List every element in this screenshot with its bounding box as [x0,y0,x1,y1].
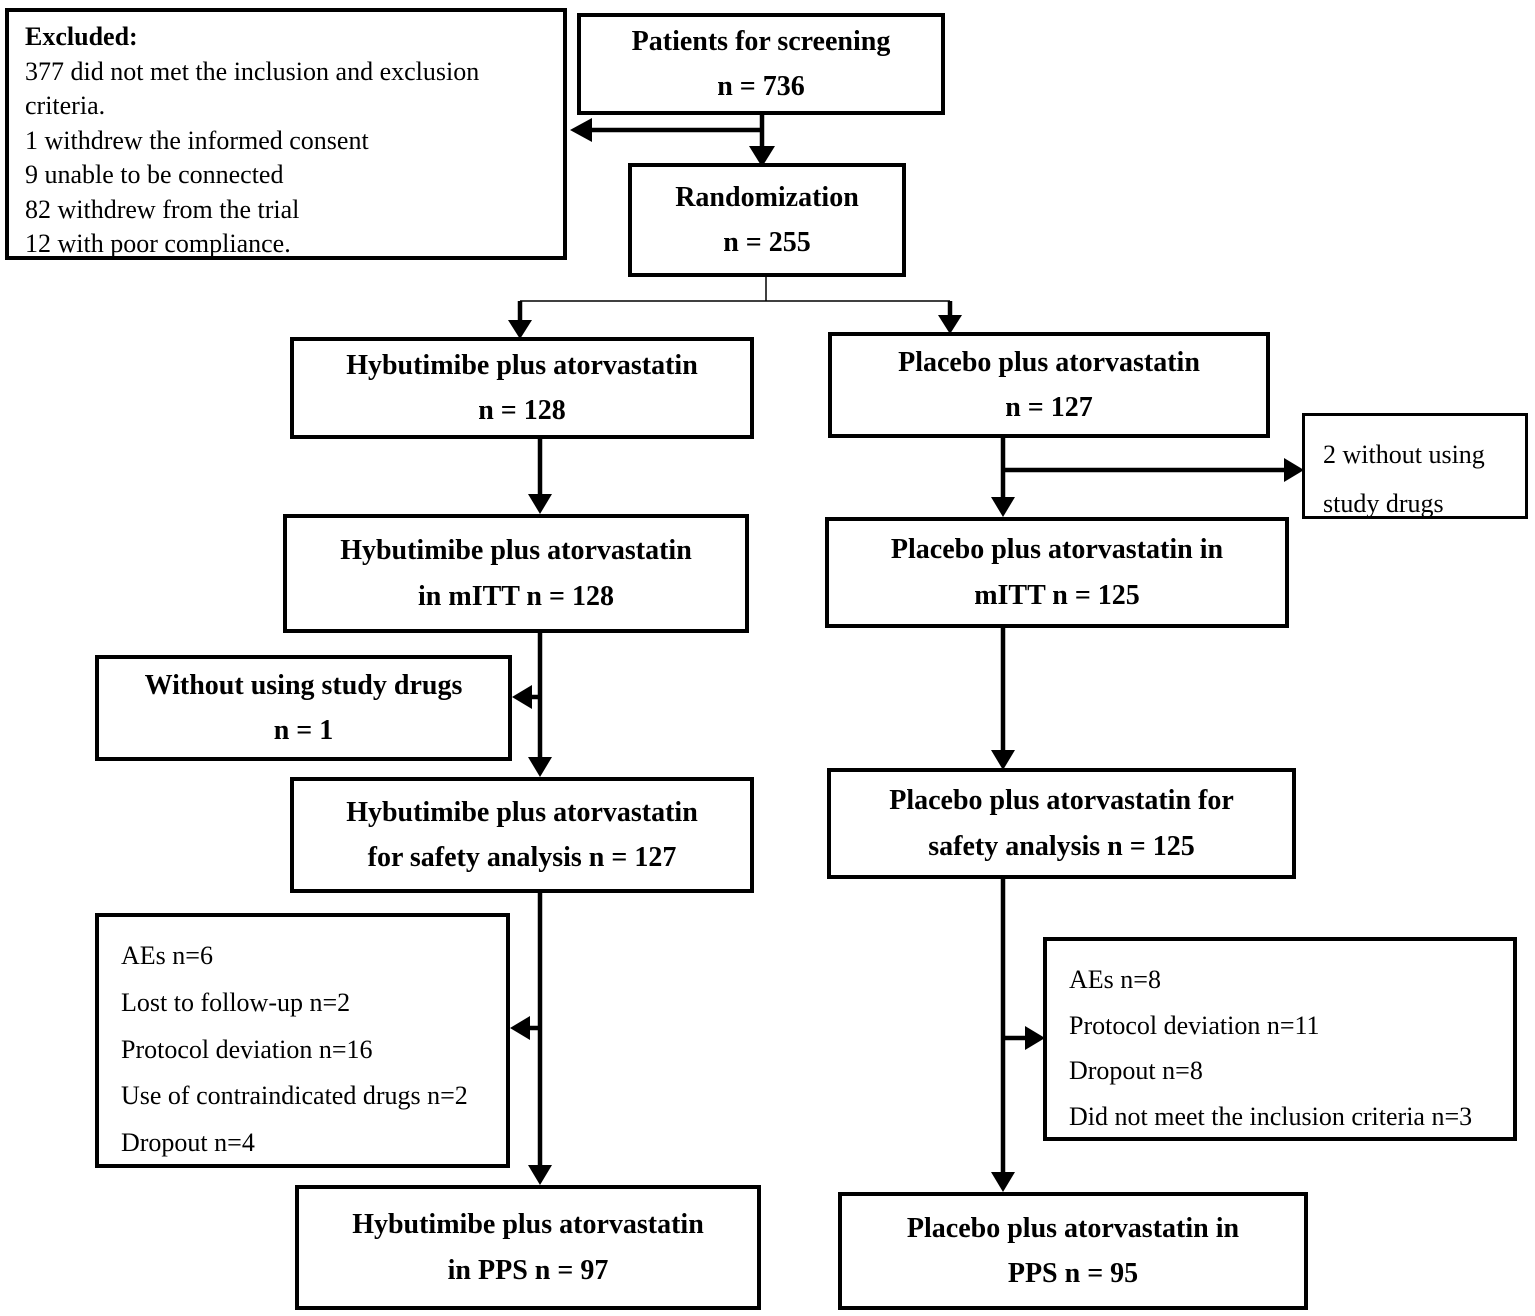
node-line: Hybutimibe plus atorvastatin [346,349,698,381]
node-count: in mITT n = 128 [418,580,614,612]
node-placebo-exclusions: AEs n=8 Protocol deviation n=11 Dropout … [1043,937,1517,1141]
node-excluded: Excluded: 377 did not met the inclusion … [5,8,567,260]
excluded-item: 82 withdrew from the trial [25,194,300,224]
arrow-placebo-safety-to-pps [991,879,1015,1192]
node-hybutimibe-mitt: Hybutimibe plus atorvastatin in mITT n =… [283,514,749,633]
node-line: Patients for screening [631,25,891,57]
node-line: Placebo plus atorvastatin for [889,785,1234,817]
exclusion-item: Protocol deviation n=11 [1069,1010,1320,1040]
node-count: safety analysis n = 125 [928,830,1195,862]
node-line: Placebo plus atorvastatin in [890,534,1224,566]
node-count: n = 255 [723,227,811,258]
node-line: Randomization [675,181,859,213]
node-two-without-drugs: 2 without using study drugs [1302,413,1528,519]
node-hybutimibe-exclusions: AEs n=6 Lost to follow-up n=2 Protocol d… [95,913,510,1168]
excluded-title: Excluded: [25,22,138,51]
exclusion-item: Dropout n=4 [121,1128,255,1158]
node-count: n = 128 [478,395,566,426]
node-hybutimibe-arm: Hybutimibe plus atorvastatin n = 128 [290,337,754,439]
node-line: study drugs [1323,489,1444,519]
arrow-hybutimibe-safety-to-exclusions [510,1016,540,1040]
node-placebo-safety: Placebo plus atorvastatin for safety ana… [827,768,1296,879]
node-line: Hybutimibe plus atorvastatin [340,535,692,567]
node-screening: Patients for screening n = 736 [577,13,945,115]
node-line: Hybutimibe plus atorvastatin [352,1209,704,1241]
arrow-placebo-arm-to-two-without [1003,458,1304,482]
exclusion-item: Did not meet the inclusion criteria n=3 [1069,1101,1473,1131]
node-line: Placebo plus atorvastatin in [906,1212,1240,1244]
arrow-screening-to-excluded [570,118,764,142]
excluded-item: 377 did not met the inclusion and exclus… [25,56,480,121]
node-line: Placebo plus atorvastatin [898,346,1200,378]
arrow-hybutimibe-arm-to-mitt [528,439,552,514]
node-randomization: Randomization n = 255 [628,163,906,277]
exclusion-item: Use of contraindicated drugs n=2 [121,1081,468,1111]
node-without-using-drugs: Without using study drugs n = 1 [95,655,512,761]
node-placebo-arm: Placebo plus atorvastatin n = 127 [828,332,1270,438]
arrow-screening-to-randomization [749,115,775,167]
node-line: 2 without using [1323,440,1485,469]
exclusion-item: AEs n=8 [1069,965,1161,994]
excluded-item: 12 with poor compliance. [25,229,291,259]
node-line: Hybutimibe plus atorvastatin [346,796,698,828]
node-count: mITT n = 125 [974,579,1140,611]
arrow-placebo-arm-to-mitt [991,438,1015,517]
exclusion-item: Dropout n=8 [1069,1056,1203,1085]
arrow-hybutimibe-safety-to-pps [528,893,552,1185]
node-placebo-mitt: Placebo plus atorvastatin in mITT n = 12… [825,517,1289,628]
arrow-randomization-split [508,277,962,339]
exclusion-item: AEs n=6 [121,941,213,970]
node-count: PPS n = 95 [1007,1258,1139,1289]
node-line: Without using study drugs [144,669,463,701]
excluded-item: 1 withdrew the informed consent [25,125,369,155]
exclusion-item: Lost to follow-up n=2 [121,987,351,1017]
node-count: for safety analysis n = 127 [367,842,677,873]
node-count: n = 1 [273,715,334,746]
excluded-item: 9 unable to be connected [25,160,284,190]
node-count: n = 736 [717,71,805,102]
arrow-hybutimibe-mitt-to-without-using [512,685,540,709]
arrow-placebo-safety-to-exclusions [1003,1026,1045,1050]
arrow-placebo-mitt-to-safety [991,628,1015,770]
node-hybutimibe-safety: Hybutimibe plus atorvastatin for safety … [290,777,754,893]
node-hybutimibe-pps: Hybutimibe plus atorvastatin in PPS n = … [295,1185,761,1310]
node-count: n = 127 [1005,392,1093,423]
exclusion-item: Protocol deviation n=16 [121,1034,373,1064]
node-count: in PPS n = 97 [447,1254,609,1286]
node-placebo-pps: Placebo plus atorvastatin in PPS n = 95 [838,1192,1308,1310]
